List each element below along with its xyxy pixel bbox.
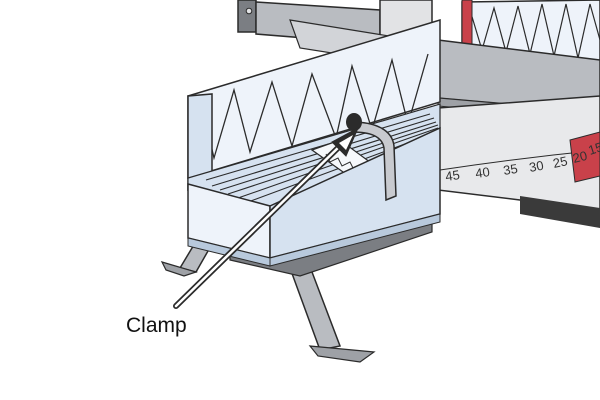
scale-label: 35 bbox=[502, 161, 519, 178]
clamp bbox=[346, 113, 397, 202]
callout-arrow bbox=[173, 126, 360, 309]
base-plate bbox=[437, 39, 600, 228]
scale-label: 15 bbox=[586, 139, 600, 158]
clamp-label: Clamp bbox=[126, 314, 187, 337]
scale-label: 20 bbox=[571, 148, 589, 166]
scale-label: 45 bbox=[444, 167, 460, 184]
front-right-leg bbox=[288, 267, 376, 363]
scale-label: 40 bbox=[474, 164, 490, 181]
scale-label: 25 bbox=[552, 153, 569, 171]
scale-label: 30 bbox=[528, 158, 545, 175]
clamp-knob bbox=[346, 113, 362, 131]
mitre-box bbox=[187, 18, 441, 267]
protractor-scale: 45 40 35 30 25 20 15 bbox=[444, 139, 600, 184]
